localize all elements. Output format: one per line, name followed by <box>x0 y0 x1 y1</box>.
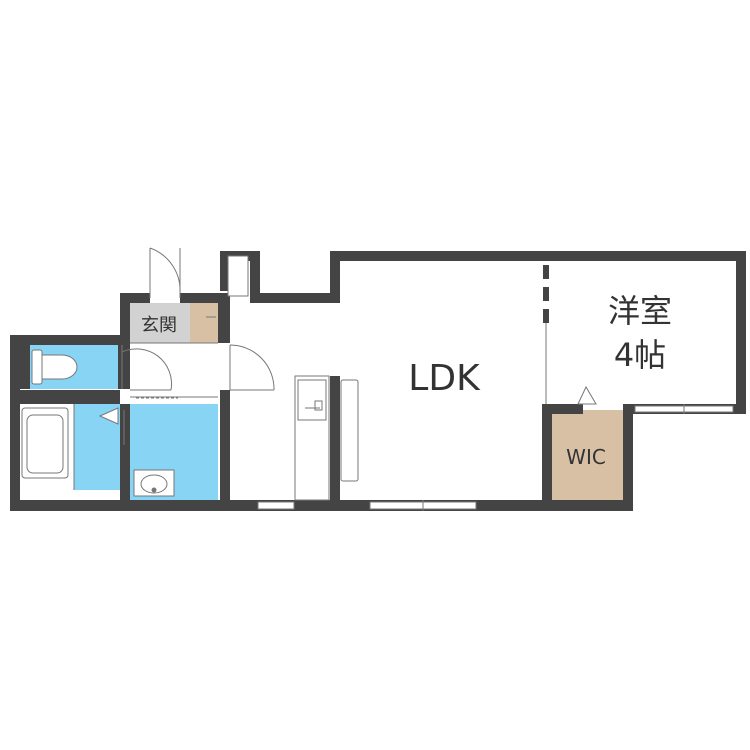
doors <box>121 247 275 445</box>
wall <box>250 293 340 303</box>
refrigerator-space <box>340 379 359 482</box>
toilet <box>31 349 78 385</box>
western-room-label: 洋室 <box>608 292 672 330</box>
wall <box>10 335 20 511</box>
wall <box>180 293 230 303</box>
wall <box>543 309 549 323</box>
wall <box>543 265 549 279</box>
washbasin <box>133 469 175 497</box>
wall <box>250 251 260 301</box>
wall <box>10 335 130 345</box>
wall <box>542 404 552 511</box>
ldk-floor <box>230 300 546 500</box>
wall <box>542 404 583 414</box>
wall <box>623 404 633 511</box>
entrance-floor <box>130 303 190 343</box>
ldk-label: LDK <box>408 358 481 399</box>
wall <box>220 251 230 291</box>
kitchen-counter <box>294 375 330 501</box>
wic-marker-icon <box>577 385 597 405</box>
wall <box>120 293 130 343</box>
wall <box>10 390 120 404</box>
window <box>227 255 249 297</box>
entrance-label: 玄関 <box>141 315 177 336</box>
windows <box>227 255 734 511</box>
western-room-size-label: 4帖 <box>614 336 666 374</box>
wall <box>330 251 746 261</box>
wall <box>118 345 130 389</box>
thin-lines <box>73 323 547 490</box>
bathtub <box>21 407 69 479</box>
wall <box>120 293 150 303</box>
wall <box>736 251 746 414</box>
wic-label: WIC <box>566 445 606 469</box>
wall <box>120 404 130 511</box>
toilet-door[interactable] <box>121 345 173 391</box>
wall <box>220 390 230 510</box>
wall <box>330 251 340 301</box>
entrance-door[interactable] <box>149 247 181 298</box>
wall <box>330 376 340 500</box>
window <box>257 501 295 510</box>
wall <box>20 345 30 389</box>
wall <box>218 303 230 343</box>
wic-floor <box>552 410 625 501</box>
washroom-marker-icon <box>98 407 119 425</box>
ldk-door[interactable] <box>229 344 275 391</box>
shoe-cabinet <box>190 303 218 343</box>
wall <box>543 287 549 301</box>
wall <box>10 500 130 511</box>
